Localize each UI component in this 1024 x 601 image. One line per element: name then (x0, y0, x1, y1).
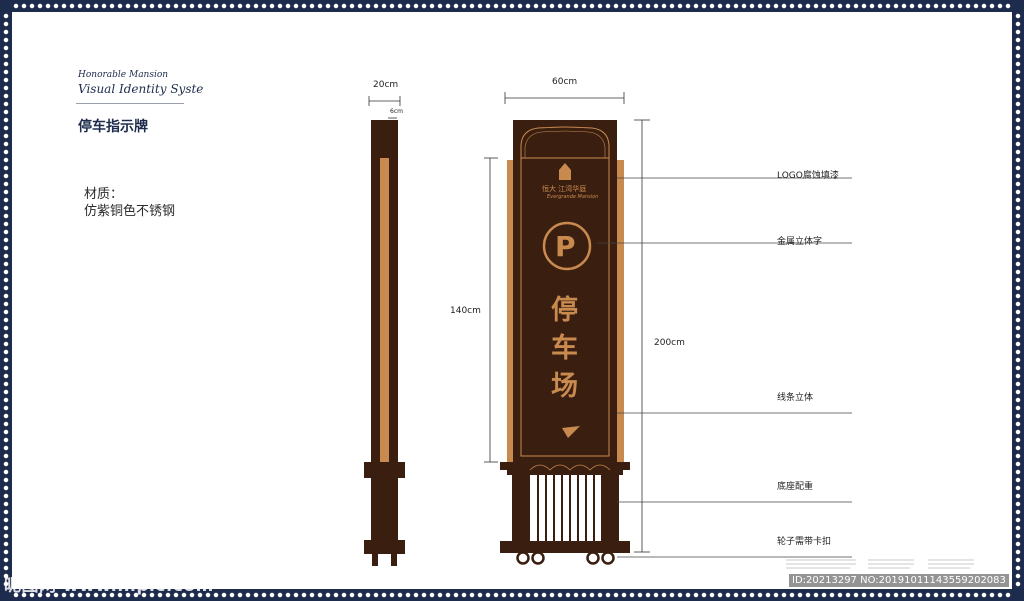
material-label: 材质： (84, 187, 124, 202)
material-value: 仿紫铜色不锈钢 (84, 204, 176, 219)
sign-char-2: 车 (551, 333, 578, 364)
fine-print-blocks (786, 559, 974, 569)
side-width-label: 20cm (373, 80, 399, 90)
watermark: 昵图网 www.nipic.com (4, 576, 214, 596)
front-width-label: 60cm (552, 77, 578, 87)
sign-char-1: 停 (551, 295, 578, 326)
bead-border-right (1012, 12, 1024, 589)
side-width-dim (368, 96, 401, 119)
bead-border-left (0, 12, 12, 589)
image-id-line: ID:20213297 NO:20191011143559202083 (789, 574, 1009, 587)
panel-height-label: 140cm (450, 306, 481, 316)
parking-symbol: P (555, 230, 576, 263)
side-view (364, 120, 405, 566)
bead-border-bottom (12, 589, 1012, 601)
callout-line-relief: 线条立体 (777, 393, 814, 403)
sign-logo-cn: 恒大 江湾华庭 (542, 185, 587, 193)
page-title: 停车指示牌 (78, 119, 148, 135)
bead-border-top (12, 0, 1012, 12)
callout-base-weight: 底座配重 (777, 482, 814, 492)
sign-char-3: 场 (551, 371, 578, 402)
sign-logo-en: Evergrande Mansion (547, 194, 599, 200)
brand-divider (76, 103, 184, 104)
callout-metal-letters: 金属立体字 (777, 237, 823, 247)
callout-wheel-clip: 轮子需带卡扣 (777, 537, 832, 547)
brand-name: Honorable Mansion (78, 70, 169, 80)
front-dimension-lines (484, 92, 650, 553)
brand-subtitle: Visual Identity Syste (78, 82, 204, 96)
side-inner-label: 6cm (390, 108, 403, 115)
front-view (500, 120, 630, 565)
callout-leaders (597, 177, 852, 558)
total-height-label: 200cm (654, 338, 685, 348)
callout-logo: LOGO腐蚀填漆 (777, 171, 839, 181)
